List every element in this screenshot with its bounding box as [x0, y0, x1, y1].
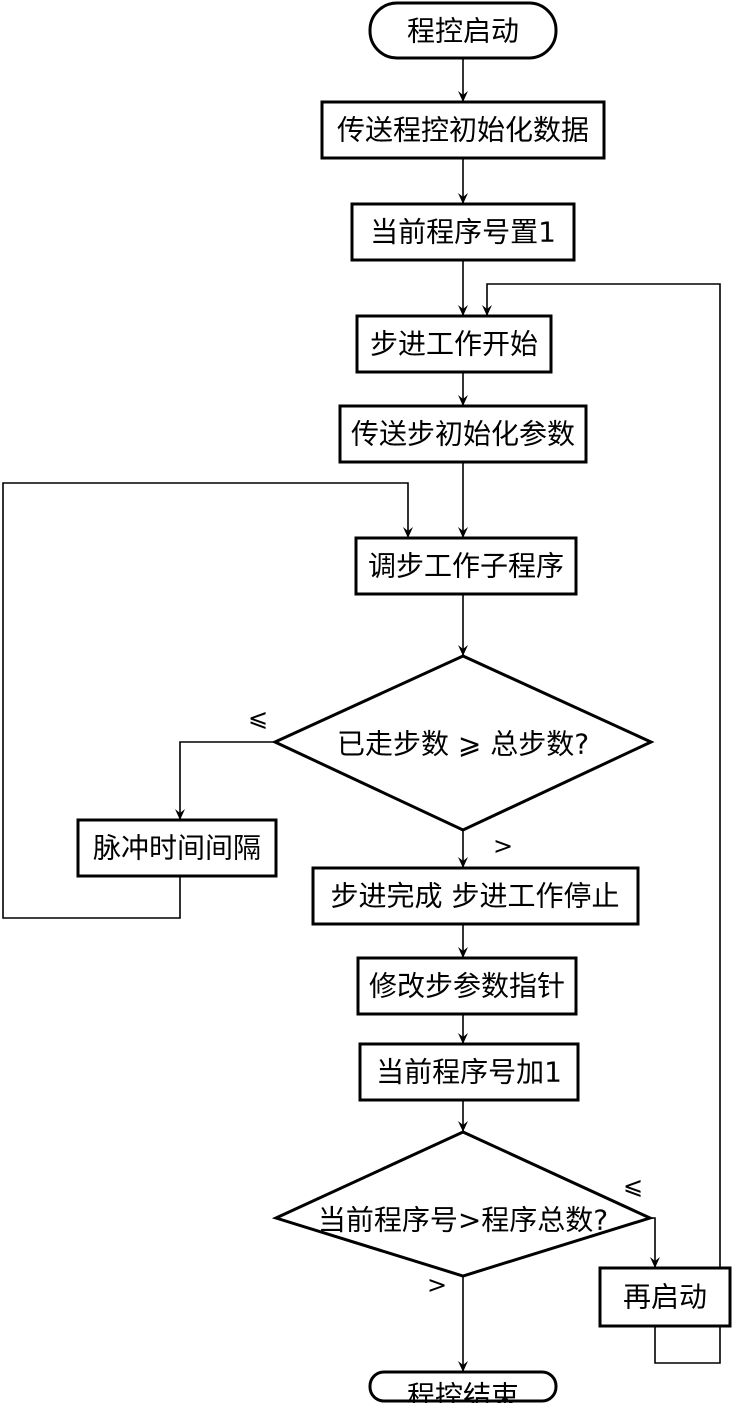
node-send-init-label: 传送程控初始化数据 — [337, 114, 589, 147]
label-prog-gt: > — [427, 1271, 447, 1299]
label-steps-gt: > — [493, 832, 513, 860]
node-pulse-interval: 脉冲时间间隔 — [76, 818, 278, 878]
node-modify-pointer: 修改步参数指针 — [356, 956, 578, 1016]
node-end-label: 程控结束 — [407, 1380, 519, 1403]
node-restart: 再启动 — [598, 1266, 732, 1328]
node-decision-steps-label: 已走步数 ⩾ 总步数? — [337, 728, 589, 761]
node-pulse-interval-label: 脉冲时间间隔 — [93, 832, 261, 865]
node-send-step-params-label: 传送步初始化参数 — [351, 418, 575, 451]
label-prog-le: ⩽ — [623, 1172, 643, 1200]
node-decision-prog-label: 当前程序号>程序总数? — [318, 1204, 608, 1237]
node-call-step-sub: 调步工作子程序 — [354, 536, 578, 596]
node-decision-prog: 当前程序号>程序总数? — [271, 1130, 655, 1278]
node-send-step-params: 传送步初始化参数 — [338, 404, 588, 464]
connectors — [2, 58, 721, 1372]
edge-decision-to-restart — [650, 1217, 660, 1268]
node-prog-plus1-label: 当前程序号加1 — [376, 1056, 562, 1089]
edge-decision-to-pulse — [175, 741, 275, 820]
node-step-done: 步进完成 步进工作停止 — [311, 866, 640, 926]
node-prog-plus1: 当前程序号加1 — [358, 1042, 580, 1102]
node-restart-label: 再启动 — [623, 1281, 707, 1314]
node-start: 程控启动 — [368, 1, 558, 60]
node-step-begin: 步进工作开始 — [355, 314, 553, 374]
node-send-init: 传送程控初始化数据 — [320, 100, 606, 160]
node-step-done-label: 步进完成 步进工作停止 — [331, 880, 620, 913]
node-set-prog1: 当前程序号置1 — [350, 202, 576, 262]
label-steps-le: ⩽ — [248, 704, 268, 732]
edge-restart-loop-back — [482, 283, 721, 1364]
node-decision-steps: 已走步数 ⩾ 总步数? — [271, 654, 655, 832]
node-modify-pointer-label: 修改步参数指针 — [369, 970, 565, 1003]
edge-pulse-loop-back — [2, 482, 413, 919]
node-start-label: 程控启动 — [407, 15, 519, 48]
node-end: 程控结束 — [368, 1370, 558, 1403]
node-set-prog1-label: 当前程序号置1 — [370, 216, 556, 249]
node-step-begin-label: 步进工作开始 — [370, 328, 538, 361]
node-call-step-sub-label: 调步工作子程序 — [368, 550, 564, 583]
